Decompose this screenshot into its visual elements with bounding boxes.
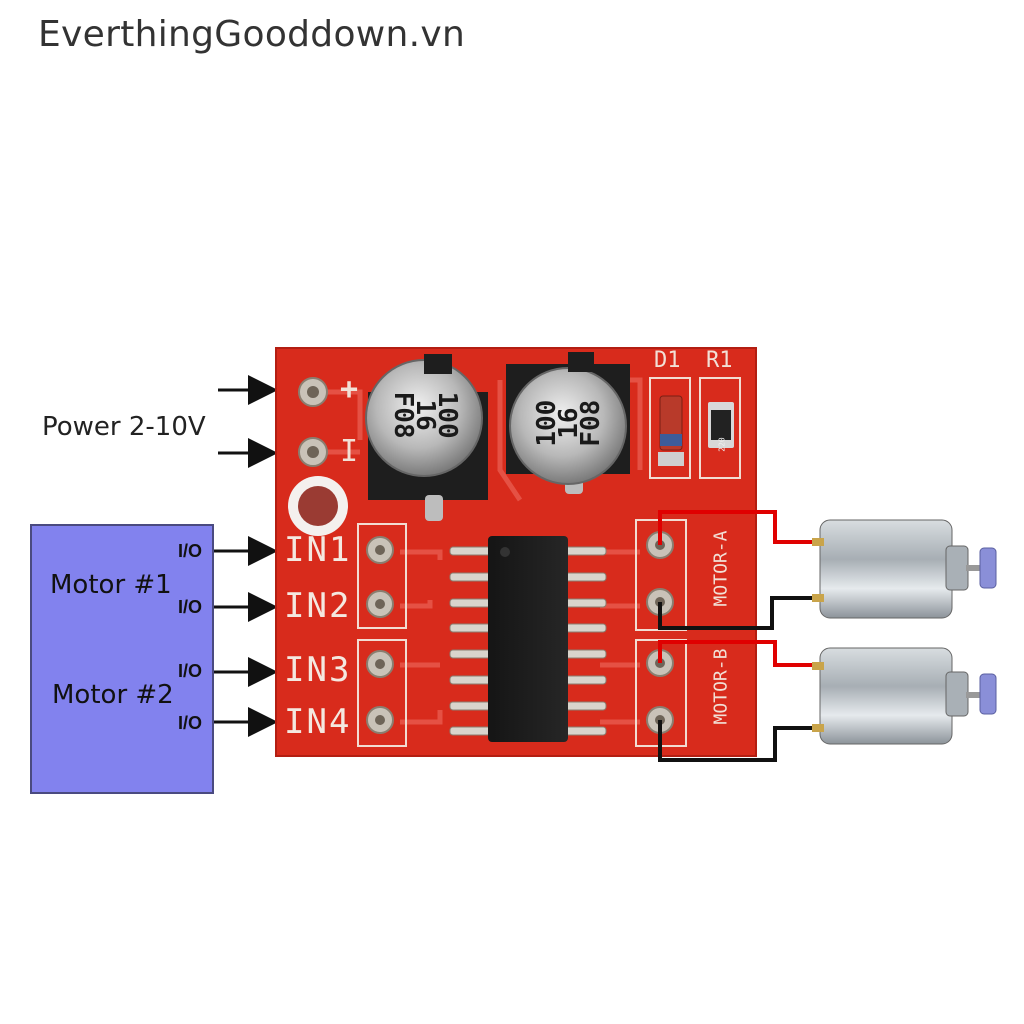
dc-motor-a — [812, 519, 997, 619]
in34-header-outline — [357, 639, 407, 747]
motor-b-positive-wire — [658, 640, 822, 667]
capacitor-1 — [365, 354, 488, 521]
capacitor-2-marking: 100 16 F08 — [532, 378, 607, 468]
in3-label: IN3 — [284, 650, 352, 690]
resistor-r1 — [708, 402, 734, 448]
motor-a-label: MOTOR-A — [710, 530, 732, 607]
in12-header-outline — [357, 523, 407, 629]
controller-box — [30, 524, 214, 794]
io-label-2: I/O — [178, 597, 203, 617]
in4-label: IN4 — [284, 702, 352, 742]
io-label-4: I/O — [178, 713, 203, 733]
in1-label: IN1 — [284, 530, 352, 570]
power-plus-symbol: + — [340, 372, 359, 407]
motor-b-negative-wire — [658, 720, 822, 762]
capacitor-1-marking: 100 16 F08 — [387, 370, 462, 460]
motor2-label: Motor #2 — [52, 680, 174, 710]
driver-ic — [449, 536, 607, 742]
input-pads — [366, 536, 394, 734]
power-label: Power 2-10V — [42, 412, 206, 442]
power-minus-symbol: I — [340, 434, 359, 469]
in2-label: IN2 — [284, 586, 352, 626]
motor-a-positive-wire — [658, 510, 822, 545]
watermark: EverthingGooddown.vn — [38, 14, 466, 55]
capacitor-2-line-3: F08 — [576, 399, 607, 447]
r1-label: R1 — [706, 348, 733, 373]
motor-a-negative-wire — [658, 596, 822, 630]
resistor-code: 220 — [717, 437, 727, 452]
r1-outline — [699, 377, 741, 479]
dc-motor-b — [812, 647, 997, 745]
d1-outline — [649, 377, 691, 479]
motor1-label: Motor #1 — [50, 570, 172, 600]
motor-b-label: MOTOR-B — [710, 648, 732, 725]
d1-label: D1 — [654, 348, 681, 373]
capacitor-2 — [506, 352, 630, 494]
capacitor-1-line-3: F08 — [387, 391, 418, 439]
io-label-3: I/O — [178, 661, 203, 681]
io-label-1: I/O — [178, 541, 203, 561]
diode-d1 — [658, 395, 684, 466]
